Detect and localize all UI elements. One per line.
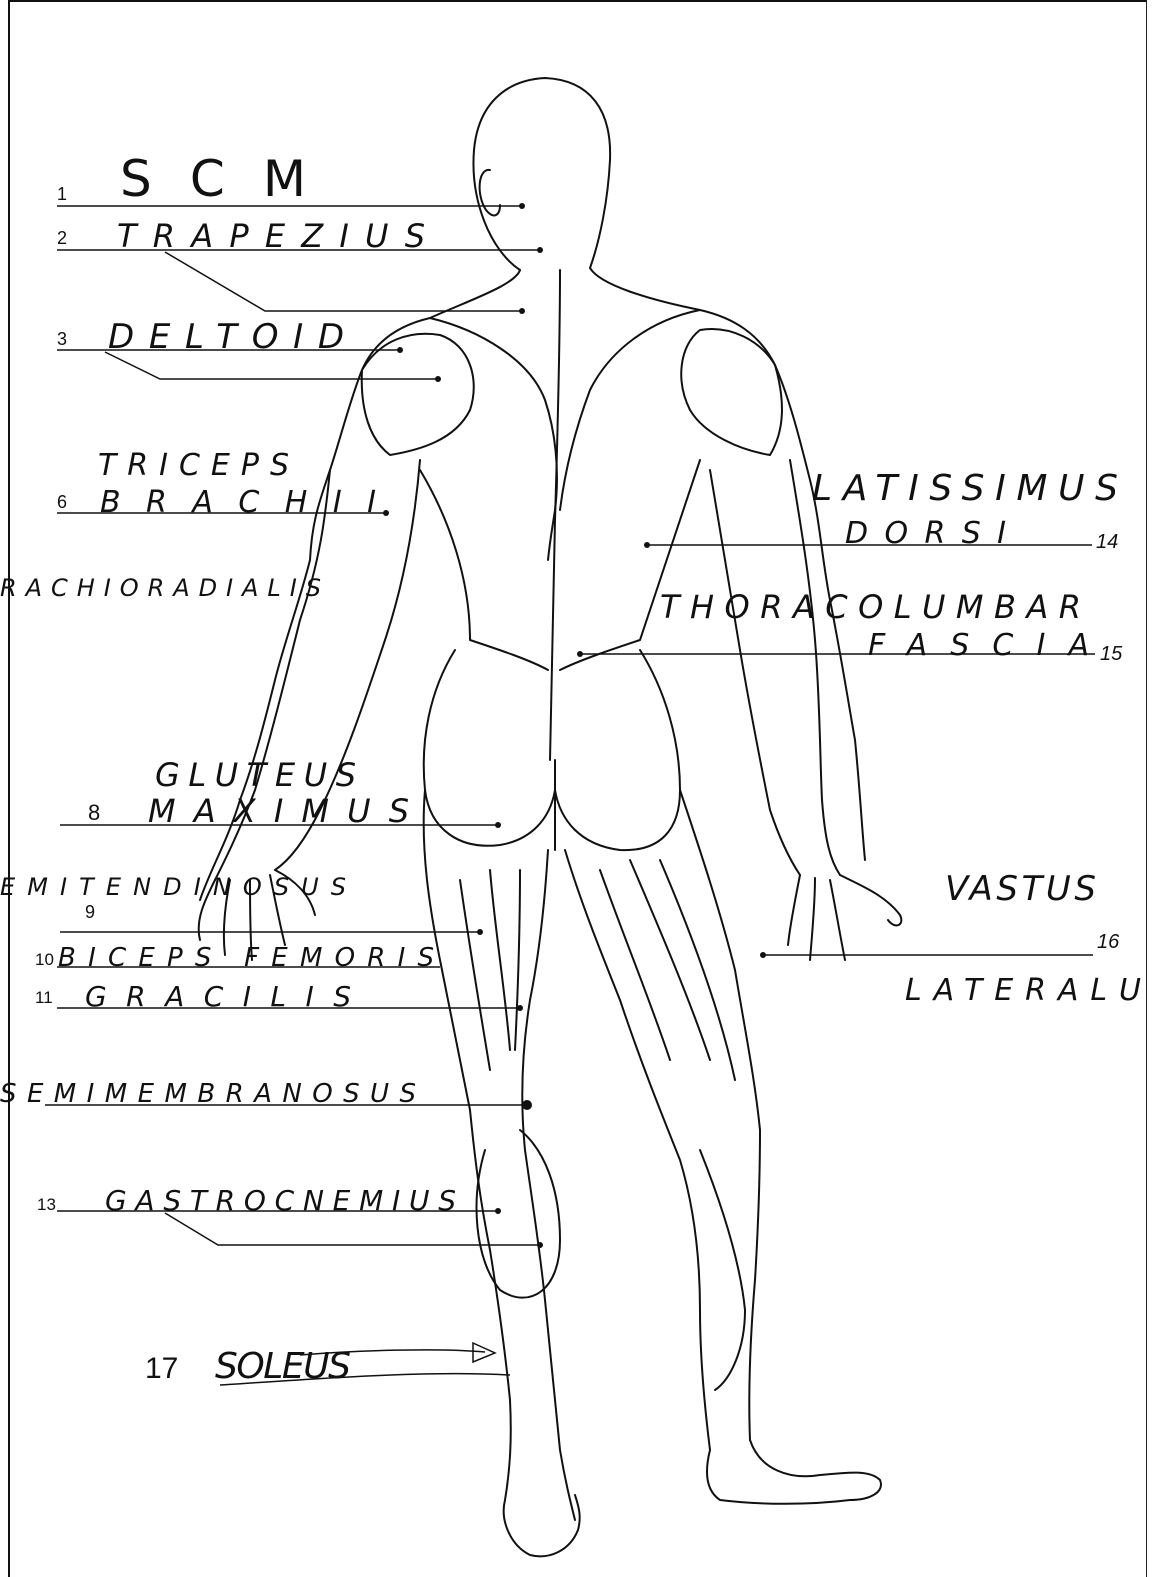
deltoid-right bbox=[681, 329, 782, 455]
dot-16 bbox=[760, 952, 766, 958]
spine-line bbox=[550, 270, 560, 760]
label-vastus: VASTUS bbox=[945, 869, 1100, 909]
label-brachioradialis: RACHIORADIALIS bbox=[0, 574, 325, 602]
dot-13b bbox=[537, 1242, 543, 1248]
label-scm: SCM bbox=[120, 150, 310, 208]
label-gluteus: GLUTEUS bbox=[155, 756, 360, 794]
number-16: 16 bbox=[1097, 931, 1120, 953]
number-6: 6 bbox=[57, 492, 67, 512]
head-outline bbox=[473, 78, 610, 270]
number-2: 2 bbox=[57, 228, 67, 248]
dot-2b bbox=[519, 308, 525, 314]
label-lateralu: LATERALU bbox=[905, 973, 1145, 1008]
label-brachii: BRACHII bbox=[100, 485, 380, 520]
left-leg-inner bbox=[522, 850, 575, 1520]
dot-1 bbox=[519, 203, 525, 209]
label-trapezius: TRAPEZIUS bbox=[117, 217, 429, 255]
number-9: 9 bbox=[85, 902, 95, 922]
right-foot bbox=[707, 1440, 881, 1504]
calf-left bbox=[477, 1130, 560, 1298]
hamstring-lines-right bbox=[600, 860, 735, 1080]
label-soleus: SOLEUS bbox=[215, 1346, 355, 1387]
dot-15 bbox=[577, 651, 583, 657]
dot-9 bbox=[477, 929, 483, 935]
number-3: 3 bbox=[57, 329, 67, 349]
number-14: 14 bbox=[1096, 531, 1118, 553]
hamstring-lines-left bbox=[460, 870, 520, 1070]
label-fascia: FASCIA bbox=[868, 628, 1093, 663]
dot-3 bbox=[397, 347, 403, 353]
number-15: 15 bbox=[1100, 643, 1123, 665]
number-10: 10 bbox=[35, 950, 54, 969]
left-foot bbox=[504, 1495, 580, 1556]
label-gastrocnemius: GASTROCNEMIUS bbox=[105, 1184, 460, 1217]
latissimus-left bbox=[420, 470, 548, 670]
dot-14 bbox=[644, 542, 650, 548]
trapezius-outline bbox=[430, 318, 557, 560]
label-gracilis: GRACILIS bbox=[85, 980, 355, 1013]
torso-outline-right bbox=[590, 268, 865, 860]
right-leg-inner bbox=[565, 850, 710, 1450]
dot-11 bbox=[517, 1005, 523, 1011]
label-semimembranosus: SEMIMEMBRANOSUS bbox=[0, 1079, 420, 1109]
latissimus-right bbox=[560, 460, 700, 670]
ear-outline bbox=[480, 170, 500, 216]
dot-12 bbox=[522, 1100, 532, 1110]
label-deltoid: DELTOID bbox=[108, 317, 348, 357]
leader-dots bbox=[383, 203, 766, 1248]
label-semitendinosus: EMITENDINOSUS bbox=[0, 873, 350, 901]
number-17: 17 bbox=[145, 1352, 178, 1385]
calf-right bbox=[700, 1150, 745, 1390]
right-arm-outer bbox=[790, 460, 840, 875]
deltoid-left bbox=[362, 334, 474, 455]
label-biceps-femoris: BICEPS FEMORIS bbox=[58, 943, 438, 973]
number-13: 13 bbox=[37, 1195, 56, 1214]
number-1: 1 bbox=[57, 184, 67, 204]
right-arm-inner bbox=[710, 470, 800, 875]
handwritten-labels: SCM TRAPEZIUS DELTOID TRICEPS BRACHII RA… bbox=[0, 150, 1145, 1387]
dot-8 bbox=[495, 822, 501, 828]
left-leg-outer bbox=[424, 790, 511, 1500]
label-thoracolumbar: THORACOLUMBAR bbox=[660, 588, 1085, 626]
dot-3b bbox=[435, 376, 441, 382]
label-triceps: TRICEPS bbox=[98, 448, 293, 483]
label-latissimus: LATISSIMUS bbox=[812, 468, 1122, 509]
dot-2 bbox=[537, 247, 543, 253]
dot-13 bbox=[495, 1208, 501, 1214]
dot-6 bbox=[383, 510, 389, 516]
number-8: 8 bbox=[88, 800, 100, 825]
trapezius-outline-right bbox=[560, 310, 700, 510]
number-11: 11 bbox=[35, 988, 53, 1007]
right-leg-outer bbox=[680, 790, 760, 1440]
right-hand bbox=[788, 875, 901, 960]
